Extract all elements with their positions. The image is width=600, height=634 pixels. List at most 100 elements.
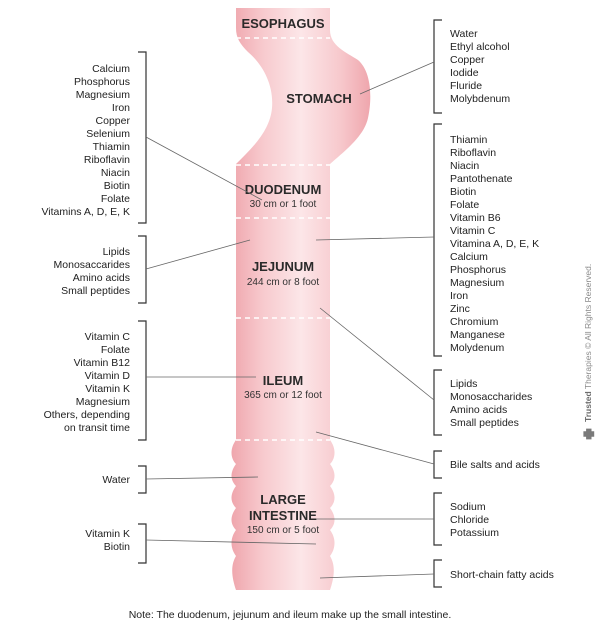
list-item: Phosphorus xyxy=(74,76,130,88)
bracket-vitk-left xyxy=(138,523,147,564)
duodenum-label: DUODENUM xyxy=(245,182,322,197)
list-item: Niacin xyxy=(450,160,479,172)
water-left-list: Water xyxy=(102,474,130,486)
list-item: Selenium xyxy=(86,128,130,140)
large-right-list: Sodium Chloride Potassium xyxy=(450,501,499,539)
list-item: Vitamin C xyxy=(450,225,496,237)
jejunum-length: 244 cm or 8 foot xyxy=(247,277,319,288)
list-item: Biotin xyxy=(104,180,130,192)
list-item: Thiamin xyxy=(450,134,488,146)
list-item: Water xyxy=(450,28,478,40)
list-item: Sodium xyxy=(450,501,486,513)
list-item: Ethyl alcohol xyxy=(450,41,510,53)
stomach-right-list: Water Ethyl alcohol Copper Iodide Flurid… xyxy=(450,28,510,105)
list-item: Monosaccarides xyxy=(54,259,130,271)
list-item: Calcium xyxy=(450,251,488,263)
stomach-label: STOMACH xyxy=(286,91,351,106)
list-item: Riboflavin xyxy=(450,147,496,159)
vitk-left-list: Vitamin K Biotin xyxy=(85,528,130,553)
list-item: Iodide xyxy=(450,67,479,79)
list-item: Phosphorus xyxy=(450,264,506,276)
list-item: Copper xyxy=(450,54,485,66)
leader-stomach-right xyxy=(359,61,435,95)
leader-scfa-right xyxy=(319,573,435,579)
list-item: Magnesium xyxy=(76,89,131,101)
list-item: Vitamin C xyxy=(85,331,131,343)
list-item: Niacin xyxy=(101,167,130,179)
list-item: Folate xyxy=(101,344,130,356)
bracket-jejunum-left xyxy=(138,235,147,304)
brand-rights: Therapies © All Rights Reserved. xyxy=(583,264,593,392)
bracket-ileum-right xyxy=(433,369,442,436)
list-item: Calcium xyxy=(92,63,130,75)
list-item: Bile salts and acids xyxy=(450,459,540,471)
bracket-duodenum-left xyxy=(138,51,147,224)
list-item: Vitamin B6 xyxy=(450,212,501,224)
list-item: Biotin xyxy=(104,541,130,553)
plus-logo-icon xyxy=(583,428,595,440)
list-item: Molybdenum xyxy=(450,93,510,105)
list-item: Amino acids xyxy=(73,272,130,284)
list-item: Short-chain fatty acids xyxy=(450,569,554,581)
list-item: Magnesium xyxy=(76,396,131,408)
list-item: Vitamin K xyxy=(85,528,130,540)
list-item: Potassium xyxy=(450,527,499,539)
list-item: Copper xyxy=(96,115,131,127)
ileum-right-list: Lipids Monosaccharides Amino acids Small… xyxy=(450,378,532,429)
list-item: Lipids xyxy=(450,378,477,390)
list-item: Zinc xyxy=(450,303,470,315)
jejunum-right-list: Thiamin Riboflavin Niacin Pantothenate B… xyxy=(450,134,539,354)
leader-ileum-right xyxy=(319,307,435,401)
leader-jejunum-right xyxy=(315,236,435,241)
list-item: on transit time xyxy=(64,422,130,434)
list-item: Vitamina A, D, E, K xyxy=(450,238,539,250)
bracket-ileum-left xyxy=(138,320,147,441)
list-item: Biotin xyxy=(450,186,476,198)
list-item: Vitamin D xyxy=(85,370,131,382)
scfa-right-list: Short-chain fatty acids xyxy=(450,569,554,581)
ileum-left-list: Vitamin C Folate Vitamin B12 Vitamin D V… xyxy=(44,331,131,434)
list-item: Folate xyxy=(450,199,479,211)
list-item: Chromium xyxy=(450,316,499,328)
brand-name: Trusted xyxy=(583,391,593,422)
list-item: Water xyxy=(102,474,130,486)
svg-text:Trusted Therapies © All Rights: Trusted Therapies © All Rights Reserved. xyxy=(583,264,593,422)
list-item: Riboflavin xyxy=(84,154,130,166)
esophagus-label: ESOPHAGUS xyxy=(241,16,324,31)
list-item: Small peptides xyxy=(450,417,519,429)
list-item: Small peptides xyxy=(61,285,130,297)
duodenum-length: 30 cm or 1 foot xyxy=(250,199,317,210)
list-item: Iron xyxy=(112,102,130,114)
digestive-tube xyxy=(231,8,371,590)
list-item: Chloride xyxy=(450,514,489,526)
list-item: Monosaccharides xyxy=(450,391,532,403)
list-item: Manganese xyxy=(450,329,505,341)
jejunum-left-list: Lipids Monosaccarides Amino acids Small … xyxy=(54,246,130,297)
bracket-water-left xyxy=(138,465,147,494)
leader-bile-right xyxy=(315,431,435,465)
leader-water-left xyxy=(145,476,259,480)
duodenum-left-list: Calcium Phosphorus Magnesium Iron Copper… xyxy=(41,63,130,218)
bile-right-list: Bile salts and acids xyxy=(450,459,540,471)
list-item: Vitamin K xyxy=(85,383,130,395)
ileum-label: ILEUM xyxy=(263,373,303,388)
bracket-large-right xyxy=(433,492,442,546)
brand-mark: Trusted Therapies © All Rights Reserved. xyxy=(583,264,595,440)
ileum-length: 365 cm or 12 foot xyxy=(244,390,322,401)
leader-jejunum-left xyxy=(145,239,251,270)
list-item: Others, depending xyxy=(44,409,131,421)
large-intestine-length: 150 cm or 5 foot xyxy=(247,525,319,536)
bracket-stomach-right xyxy=(433,19,442,114)
list-item: Lipids xyxy=(103,246,130,258)
list-item: Pantothenate xyxy=(450,173,513,185)
footnote: Note: The duodenum, jejunum and ileum ma… xyxy=(129,609,452,621)
list-item: Molydenum xyxy=(450,342,505,354)
list-item: Fluride xyxy=(450,80,482,92)
leader-duodenum-left xyxy=(145,136,263,201)
list-item: Amino acids xyxy=(450,404,507,416)
bracket-bile-right xyxy=(433,450,442,479)
list-item: Vitamins A, D, E, K xyxy=(41,206,130,218)
list-item: Thiamin xyxy=(93,141,131,153)
list-item: Iron xyxy=(450,290,468,302)
